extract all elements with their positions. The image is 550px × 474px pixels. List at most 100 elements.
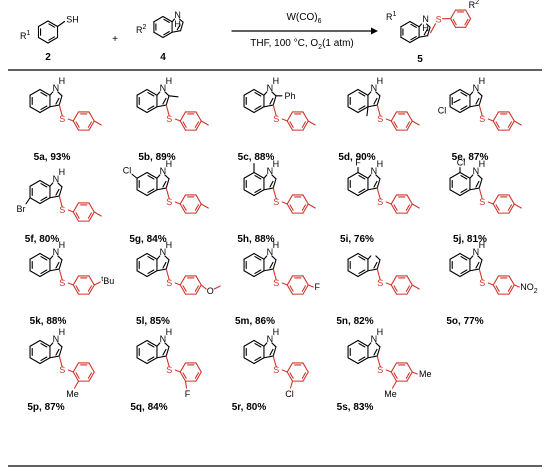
- indole-n-label: N: [53, 174, 60, 184]
- bond-s-aryl: [281, 201, 288, 205]
- sulfur-atom: S: [273, 197, 279, 207]
- double-bond: [147, 188, 155, 193]
- sulfur-atom: S: [377, 365, 383, 375]
- indole-n-label: N: [371, 166, 378, 176]
- ring-bond: [390, 203, 398, 214]
- tbu-bu: Bu: [103, 276, 114, 286]
- sulfur-atom: S: [377, 278, 383, 288]
- bond-n1-c2: [477, 174, 483, 180]
- ring-bond: [39, 357, 51, 365]
- indole-benzene-ring: [29, 88, 51, 114]
- ring-bond: [390, 362, 398, 373]
- ring-bond: [492, 275, 500, 286]
- double-bond: [194, 121, 199, 128]
- ring-bond: [47, 20, 59, 28]
- double-bond: [405, 121, 410, 128]
- ring-bond: [449, 270, 461, 278]
- methoxy-methyl: [213, 285, 221, 290]
- bond-c3-c3a: [469, 187, 480, 191]
- double-bond: [87, 212, 92, 219]
- ring-bond: [357, 339, 369, 347]
- bond-c7a-n1: [156, 255, 161, 260]
- ring-bond: [146, 106, 158, 114]
- ring-bond: [179, 111, 187, 122]
- ring-bond: [39, 197, 51, 205]
- double-bond: [301, 204, 306, 211]
- ring-bond: [390, 111, 398, 122]
- ring-bond: [153, 15, 164, 23]
- ring-bond: [459, 270, 471, 278]
- ring-bond: [146, 171, 158, 179]
- r2-r: R: [136, 25, 143, 35]
- ring-bond: [243, 106, 255, 114]
- bond-c2-c3: [58, 186, 63, 197]
- sulfur-atom: S: [59, 278, 65, 288]
- indole-n-label: N: [53, 83, 60, 93]
- double-bond: [460, 92, 468, 97]
- double-bond-c2-c3: [162, 97, 167, 105]
- bond-c3-s: [165, 268, 170, 281]
- double-bond: [507, 285, 512, 292]
- ring-bond: [449, 88, 461, 96]
- aryl-ring: [286, 194, 309, 214]
- ring-bond: [88, 362, 95, 373]
- indole-5c: NH: [243, 76, 279, 114]
- c7-chloro-label: Cl: [457, 158, 466, 168]
- ring-bond: [39, 339, 51, 347]
- double-bond: [40, 196, 48, 201]
- double-bond: [254, 269, 262, 274]
- double-bond: [495, 121, 500, 128]
- double-bond: [48, 23, 56, 28]
- product-r1-label: R1: [386, 11, 397, 22]
- indole-n-label: N: [267, 334, 274, 344]
- bond-c3-s: [272, 355, 277, 368]
- product-label: 5n, 82%: [336, 316, 373, 327]
- ring-bond: [195, 111, 202, 122]
- bond-n1-c2: [164, 174, 170, 180]
- bond-c3-c3a: [367, 355, 378, 359]
- bond-c2-c3: [165, 178, 170, 189]
- indole-5e: NH: [449, 76, 485, 114]
- bond-n1-c2: [477, 91, 483, 97]
- ring-bond: [406, 203, 413, 214]
- double-bond: [254, 356, 262, 361]
- double-bond: [48, 36, 56, 41]
- indole-5f: NH: [29, 167, 65, 205]
- double-bond-c2-c3: [55, 188, 60, 196]
- ring-bond: [146, 252, 158, 260]
- indole-benzene-ring: [243, 339, 265, 365]
- thiophenol-ring: [37, 20, 59, 44]
- aryl-ring: [492, 194, 515, 214]
- ring-bond: [449, 171, 461, 179]
- bond-n1-c2: [375, 255, 381, 261]
- bond-c2-c3: [427, 26, 431, 37]
- double-bond: [40, 183, 48, 188]
- ring-bond: [286, 120, 294, 131]
- double-bond: [460, 256, 468, 261]
- ring-bond: [508, 203, 515, 214]
- ring-bond: [136, 357, 148, 365]
- ring-bond: [508, 194, 515, 205]
- ring-bond: [400, 36, 411, 44]
- bond-n1-c2: [477, 255, 483, 261]
- ring-bond: [347, 171, 359, 179]
- para-methyl: [200, 203, 209, 209]
- bond-s-aryl: [281, 118, 288, 122]
- ring-bond: [146, 339, 158, 347]
- double-bond-c2-c3: [269, 348, 274, 356]
- double-bond: [289, 285, 294, 292]
- indole-h-label: H: [377, 76, 384, 86]
- ring-bond: [390, 194, 398, 205]
- bond-c7a-n1: [263, 174, 268, 179]
- ring-bond: [72, 120, 80, 131]
- ring-bond: [302, 371, 309, 382]
- indole-benzene-ring: [449, 252, 471, 278]
- sulfur-atom: S: [273, 365, 279, 375]
- ring-bond: [179, 194, 187, 205]
- para-methyl-label: Me: [419, 369, 432, 379]
- ring-bond: [302, 284, 309, 295]
- double-bond-c2-c3: [373, 348, 378, 356]
- c6-bond: [131, 173, 138, 179]
- double-bond-c2-c3: [475, 97, 480, 105]
